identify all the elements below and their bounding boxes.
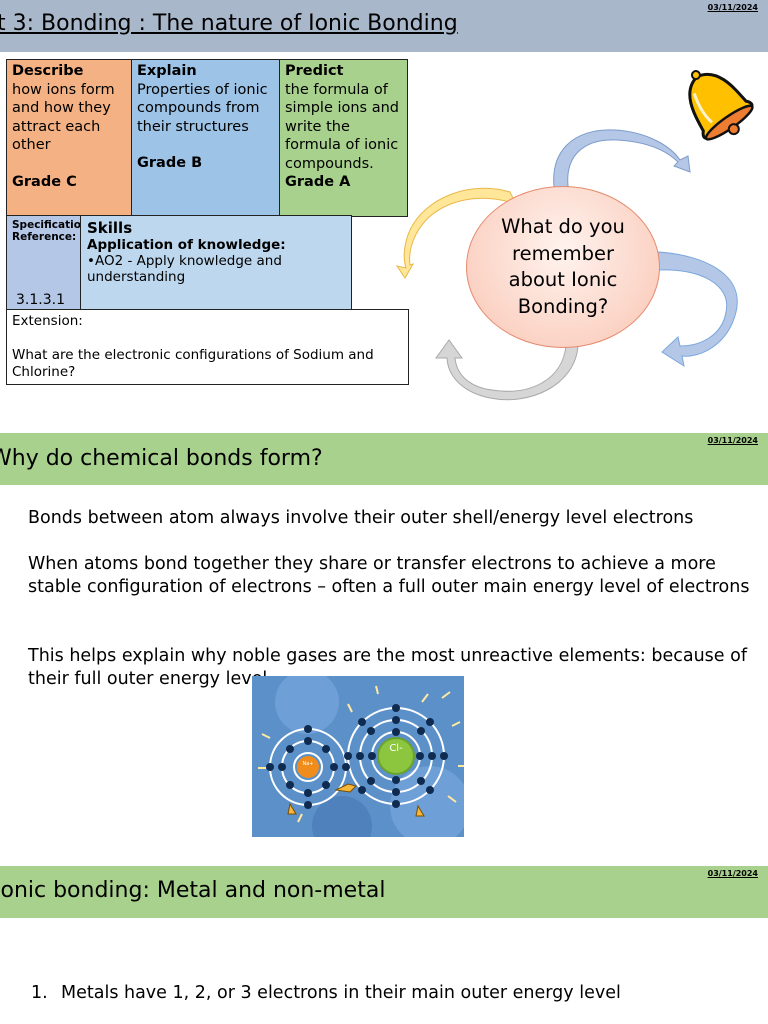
skills-heading: Skills [87,219,133,237]
cycle-arrows-graphic [395,70,754,401]
specification-reference: Specification Reference: 3.1.3.1 [6,215,89,310]
slide-header-banner: Why do chemical bonds form? 03/11/2024 [0,433,768,485]
slide-header-banner: t 3: Bonding : The nature of Ionic Bondi… [0,0,768,52]
objective-text: how ions form and how they attract each … [12,81,115,154]
objective-text: the formula of simple ions and write the… [285,81,400,172]
paragraph: This helps explain why noble gases are t… [28,646,747,689]
slide-ionic-metal-nonmetal: Ionic bonding: Metal and non-metal 03/11… [0,866,768,1024]
paragraph: Bonds between atom always involve their … [28,508,694,528]
extension-label: Extension: [12,313,83,329]
skills-box: Skills Application of knowledge: •AO2 - … [80,215,352,310]
skills-subheading: Application of knowledge: [87,237,286,253]
list-item: 1. Metals have 1, 2, or 3 electrons in th… [31,982,621,1005]
slide-header-banner: Ionic bonding: Metal and non-metal 03/11… [0,866,768,918]
spec-label: Specification Reference: [12,219,89,243]
cycle-arrow-left [395,187,517,279]
chlorine-ion-label: Cl- [389,743,403,754]
objective-heading: Explain [137,63,197,79]
objective-predict: Predict the formula of simple ions and w… [279,59,408,217]
objective-grade: Grade C [12,173,77,190]
slide-title: t 3: Bonding : The nature of Ionic Bondi… [0,11,458,36]
list-text: Metals have 1, 2, or 3 electrons in thei… [61,983,621,1003]
slide-ionic-bonding-objectives: t 3: Bonding : The nature of Ionic Bondi… [0,0,768,420]
extension-box: Extension: What are the electronic confi… [6,309,409,385]
cycle-arrow-bottom [435,339,579,401]
slide-title: Why do chemical bonds form? [0,446,323,471]
cycle-arrow-right [657,251,738,368]
objective-describe: Describe how ions form and how they attr… [6,59,132,217]
slide-why-bonds-form: Why do chemical bonds form? 03/11/2024 B… [0,433,768,853]
slide-date: 03/11/2024 [707,3,758,12]
objective-heading: Describe [12,63,84,79]
bell-icon [688,70,754,141]
slide-date: 03/11/2024 [707,436,758,445]
objective-grade: Grade A [285,174,351,190]
sodium-ion-label: Na+ [303,761,314,767]
list-number: 1. [31,983,48,1003]
objective-grade: Grade B [137,155,203,171]
remember-bubble: What do you remember about Ionic Bonding… [466,186,660,348]
objective-text: Properties of ionic compounds from their… [137,81,268,135]
slide-title: Ionic bonding: Metal and non-metal [0,878,386,903]
paragraph: When atoms bond together they share or t… [28,554,750,597]
skills-item: •AO2 - Apply knowledge and understanding [87,253,282,285]
extension-question: What are the electronic configurations o… [12,347,374,380]
ionic-bond-cartoon-image: Na+ Cl- [252,676,464,837]
objective-explain: Explain Properties of ionic compounds fr… [131,59,280,217]
objective-heading: Predict [285,63,344,79]
slide-date: 03/11/2024 [707,869,758,878]
cycle-arrow-top [553,129,691,201]
remember-question: What do you remember about Ionic Bonding… [501,215,625,318]
spec-code: 3.1.3.1 [16,292,65,308]
